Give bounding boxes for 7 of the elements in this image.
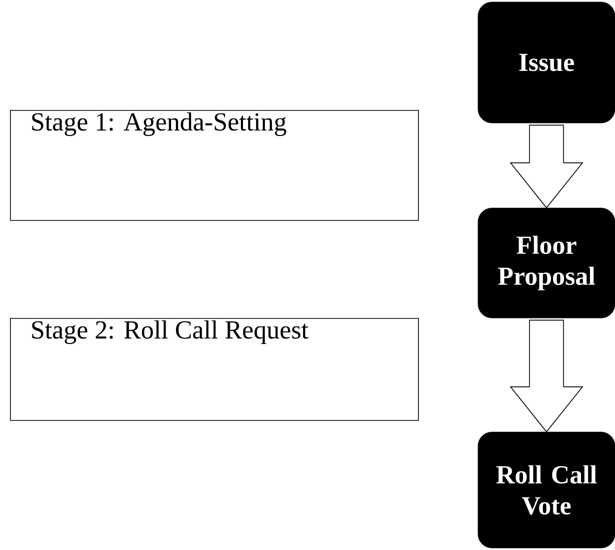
note-box: Stage 2: Roll Call Request — [10, 318, 419, 421]
stage-box: Floor Proposal — [478, 208, 615, 318]
block-arrow — [510, 320, 584, 432]
stage-box: Issue — [478, 2, 615, 124]
note-box: Stage 1: Agenda-Setting — [10, 110, 419, 221]
block-arrow — [510, 124, 584, 208]
stage-box: Roll Call Vote — [478, 432, 615, 548]
